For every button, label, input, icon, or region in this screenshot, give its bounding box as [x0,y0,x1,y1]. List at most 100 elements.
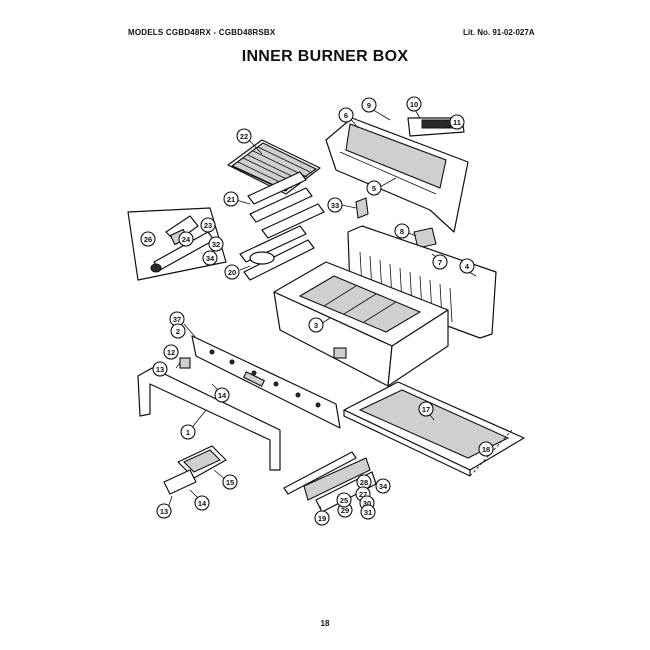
callout-32: 32 [208,236,224,252]
mounting-bracket [355,197,369,219]
callout-34: 34 [375,478,391,494]
callout-label: 29 [341,506,349,515]
igniter-bracket [413,227,437,249]
callout-label: 9 [367,101,371,110]
callout-label: 34 [379,482,388,491]
callout-12: 12 [163,344,179,360]
callout-circle [406,96,422,112]
callout-label: 32 [212,240,220,249]
callout-label: 31 [364,508,372,517]
callout-circle [478,441,494,457]
callout-label: 11 [453,118,461,127]
callout-label: 33 [331,201,339,210]
callout-label: 4 [465,262,470,271]
rear-panel [325,117,469,233]
callout-label: 28 [360,478,368,487]
callout-31: 31 [360,504,376,520]
callout-circle [360,504,376,520]
callout-circle [208,236,224,252]
callout-circle [200,217,216,233]
callout-21: 21 [223,191,239,207]
callout-1: 1 [180,424,196,440]
callout-17: 17 [418,401,434,417]
callout-25: 25 [336,492,352,508]
callout-10: 10 [406,96,422,112]
callout-label: 1 [186,428,190,437]
callout-7: 7 [432,254,448,270]
diagram-title: INNER BURNER BOX [241,48,409,65]
callout-14: 14 [214,387,230,403]
callout-circle [170,323,186,339]
callout-23: 23 [200,217,216,233]
callout-label: 3 [314,321,318,330]
callout-label: 17 [422,405,430,414]
callout-label: 14 [198,499,207,508]
callout-circle [327,197,343,213]
burner-assembly-upper [247,171,325,239]
callout-label: 20 [228,268,236,277]
callout-circle [180,424,196,440]
callout-label: 34 [206,254,215,263]
literature-number: Lit. No. 91-02-027A [463,28,535,37]
control-panel [191,335,341,429]
callout-circle [214,387,230,403]
callout-26: 26 [140,231,156,247]
callout-22: 22 [236,128,252,144]
callout-circle [202,250,218,266]
callout-label: 30 [363,499,371,508]
callout-13: 13 [152,361,168,377]
callout-circle [163,344,179,360]
callout-5: 5 [366,180,382,196]
callout-13: 13 [156,503,172,519]
callout-3: 3 [308,317,324,333]
callout-19: 19 [314,510,330,526]
callout-label: 21 [227,195,235,204]
callout-circle [432,254,448,270]
callout-circle [222,474,238,490]
callout-24: 24 [178,231,194,247]
callout-2: 2 [170,323,186,339]
burner-assembly-lower [239,225,315,281]
callout-label: 13 [160,507,168,516]
callout-label: 18 [482,445,490,454]
callout-circle [194,495,210,511]
callout-label: 6 [344,111,348,120]
callout-circle [140,231,156,247]
callout-circle [459,258,475,274]
page-number: 18 [320,619,330,628]
callout-14: 14 [194,495,210,511]
callout-circle [361,97,377,113]
callout-circle [152,361,168,377]
callout-11: 11 [449,114,465,130]
models-header: MODELS CGBD48RX - CGBD48RSBX [128,28,276,37]
callout-label: 8 [400,227,404,236]
callout-label: 19 [318,514,326,523]
callout-circle [178,231,194,247]
callout-circle [314,510,330,526]
callout-circle [224,264,240,280]
callout-circle [223,191,239,207]
callout-9: 9 [361,97,377,113]
callout-circle [394,223,410,239]
callout-label: 5 [372,184,376,193]
callout-circle [449,114,465,130]
callout-label: 7 [438,258,442,267]
callout-6: 6 [338,107,354,123]
callout-15: 15 [222,474,238,490]
callout-circle [366,180,382,196]
callout-circle [418,401,434,417]
callout-8: 8 [394,223,410,239]
callout-18: 18 [478,441,494,457]
lower-burner-tray [163,445,227,495]
callout-label: 12 [167,348,175,357]
drip-tray [343,381,525,477]
lower-rail-assembly [283,451,377,513]
callout-circle [336,492,352,508]
callout-label: 22 [240,132,248,141]
callout-circle [338,107,354,123]
callout-label: 25 [340,496,348,505]
callout-label: 14 [218,391,227,400]
burner-box-tub [273,261,449,387]
callout-label: 24 [182,235,191,244]
